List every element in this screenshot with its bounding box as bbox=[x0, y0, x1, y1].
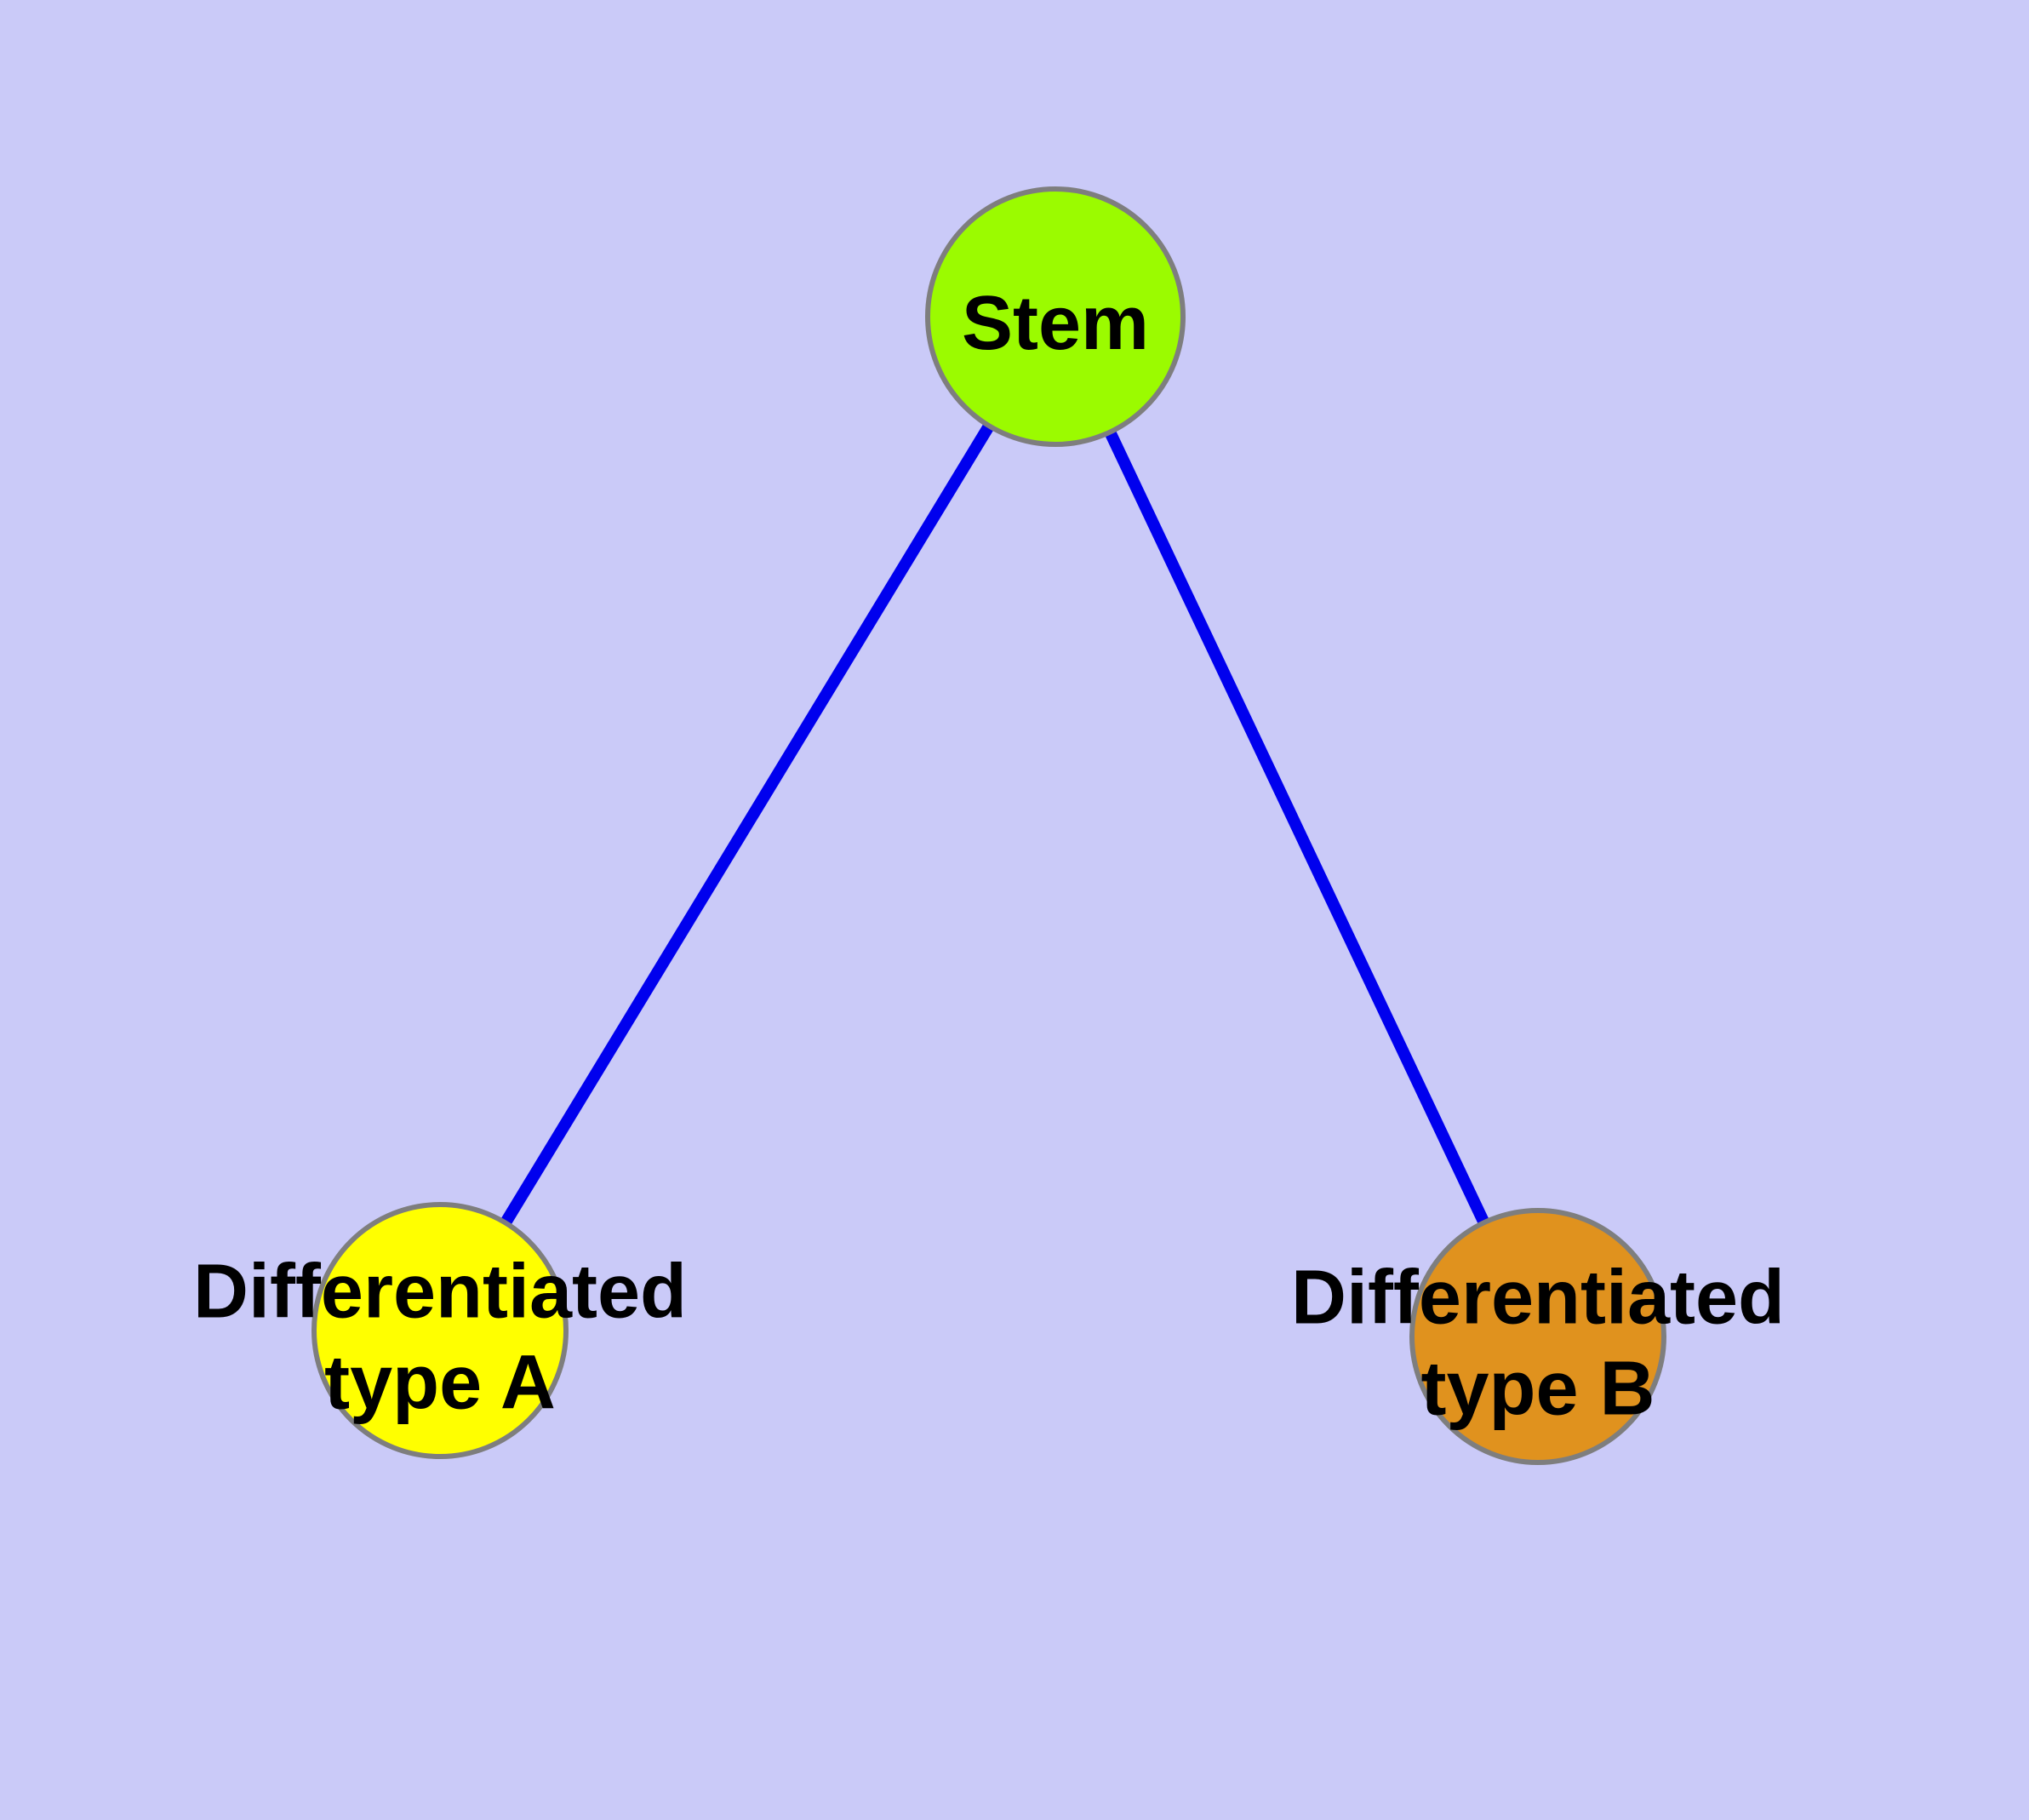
node-differentiated-type-b-label-line-2: type B bbox=[1420, 1347, 1655, 1432]
node-stem-label: Stem bbox=[962, 281, 1149, 366]
node-stem-label-line-1: Stem bbox=[962, 281, 1149, 366]
edge-stem-to-differentiated-type-b bbox=[1049, 314, 1544, 1339]
node-differentiated-type-b bbox=[1409, 1208, 1666, 1465]
nodes-layer bbox=[311, 186, 1666, 1465]
node-differentiated-type-a-label-line-1: Differentiated bbox=[193, 1250, 687, 1335]
node-differentiated-type-b-label-line-1: Differentiated bbox=[1291, 1256, 1785, 1341]
node-differentiated-type-a-label-line-2: type A bbox=[324, 1341, 556, 1426]
node-stem bbox=[925, 186, 1186, 447]
edge-stem-to-differentiated-type-a bbox=[435, 313, 1060, 1334]
edges-layer bbox=[435, 313, 1544, 1339]
node-differentiated-type-a bbox=[311, 1202, 569, 1459]
